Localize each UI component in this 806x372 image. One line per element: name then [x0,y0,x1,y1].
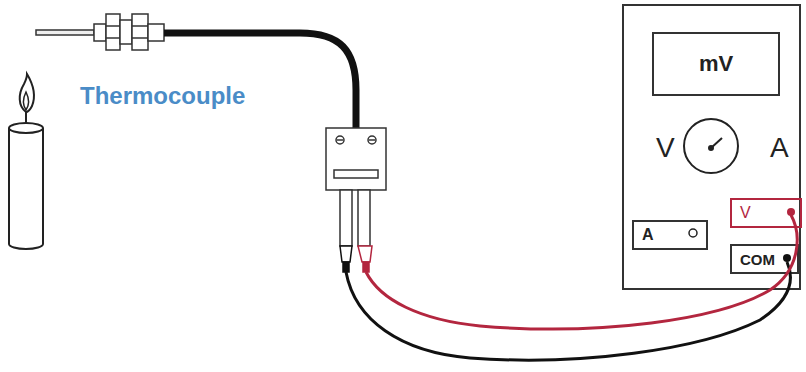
v-jack [787,208,795,216]
multimeter-housing: V AmV A V COM [622,4,801,290]
com-jack [783,254,791,262]
com-port-box: COM [730,244,799,274]
v-port-box: V [730,198,802,228]
black-lead [346,262,790,360]
port-label: COM [740,251,775,268]
candle [9,74,43,249]
red-lead [366,215,797,329]
dial-label-v: V [656,132,675,164]
thermocouple-probe [36,14,164,50]
meter-dial [684,119,738,173]
port-label: A [642,226,654,244]
port-label: mV [699,51,733,77]
meter-display: mV [652,32,780,96]
a-jack [689,229,697,237]
part-label: Thermocouple [76,80,249,112]
test-lead-clips [340,246,372,272]
dial-label-a: A [770,132,789,164]
a-port-box: A [632,220,708,250]
port-label: V [740,204,751,222]
connector [326,128,386,246]
